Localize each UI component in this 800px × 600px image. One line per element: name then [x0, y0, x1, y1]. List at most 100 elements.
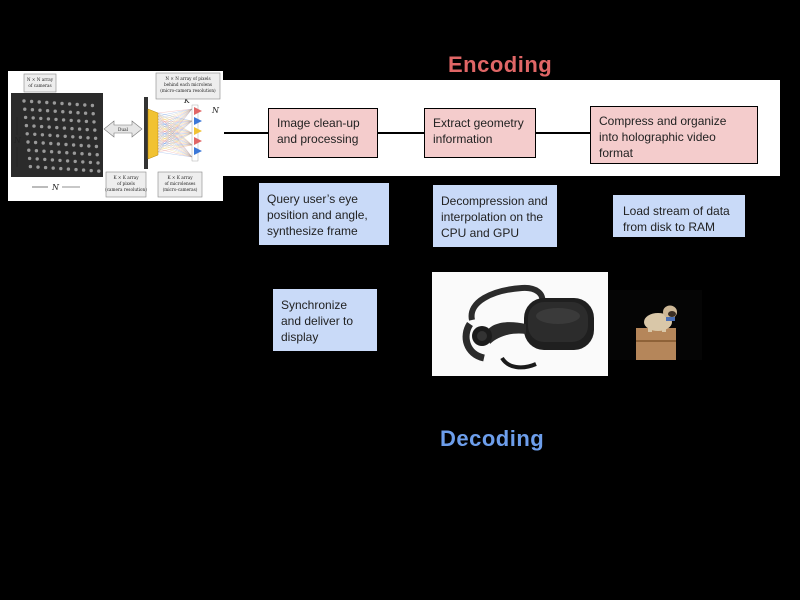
light-ray	[157, 120, 193, 144]
camera-lens	[55, 125, 59, 130]
light-ray	[157, 108, 193, 132]
camera-lens	[65, 151, 69, 155]
camera-lens	[37, 100, 41, 104]
camera-lens	[65, 159, 70, 163]
light-ray	[157, 108, 193, 141]
light-ray	[157, 132, 193, 147]
camera-lens	[50, 158, 55, 162]
camera-lens	[25, 132, 29, 136]
arrow-sync-to-headset	[378, 320, 432, 322]
step-extract-geometry: Extract geometry information	[424, 108, 536, 158]
camera-lens	[71, 143, 76, 147]
light-ray	[157, 108, 193, 126]
light-ray	[157, 132, 193, 150]
camera-lens	[76, 111, 80, 115]
camera-lens	[78, 135, 83, 139]
lens-callout	[157, 171, 203, 198]
light-ray	[157, 108, 193, 117]
light-ray	[157, 120, 193, 153]
camera-lens	[29, 99, 34, 104]
arrow-figure-to-cleanup	[224, 132, 268, 134]
camera-lens	[97, 169, 101, 173]
camera-lens	[26, 140, 30, 144]
camera-array-callout	[23, 73, 57, 93]
light-ray	[157, 132, 193, 144]
camera-lens	[69, 118, 73, 123]
camera-lens	[84, 119, 89, 124]
camera-lens	[87, 144, 91, 148]
camera-lens	[77, 119, 81, 123]
pixels-label-1: N × N array of pixels	[165, 76, 210, 81]
camera-lens	[72, 151, 77, 155]
light-ray	[157, 144, 193, 150]
camera-lens	[71, 135, 75, 139]
light-ray	[157, 108, 193, 114]
camera-lens	[41, 141, 45, 145]
camera-lens	[27, 148, 31, 152]
camera-lens	[58, 158, 62, 163]
dual-arrow-icon	[103, 120, 143, 138]
camera-lens	[57, 150, 61, 154]
camera-lens	[90, 103, 95, 108]
step-query-eye-position: Query user’s eye position and angle, syn…	[258, 182, 390, 246]
light-ray	[157, 120, 193, 147]
camera-lens	[56, 142, 61, 146]
pixels-label-2: behind each microlens	[164, 82, 212, 87]
wooden-box	[636, 328, 676, 360]
camera-lens	[49, 141, 53, 146]
light-ray	[157, 108, 193, 153]
light-rays	[157, 108, 193, 158]
step-image-cleanup: Image clean-up and processing	[268, 108, 378, 158]
light-ray	[157, 145, 193, 158]
camera-lens	[80, 152, 84, 156]
camera-lens	[81, 168, 86, 172]
camera-lens	[95, 153, 99, 157]
camera-lens	[28, 164, 33, 169]
arrow-load-to-decompress	[558, 215, 612, 217]
lens-shape	[147, 108, 159, 160]
camera-lens	[68, 110, 73, 114]
n-symbol-right: N	[211, 106, 220, 115]
camera-lens	[53, 109, 57, 113]
camera-lens	[61, 110, 65, 114]
camera-lens	[46, 117, 51, 121]
camera-lens	[24, 123, 29, 128]
camera-lens	[47, 125, 51, 129]
camera-lens	[75, 102, 79, 107]
camera-lens	[27, 156, 32, 161]
camera-lens	[79, 143, 83, 148]
camera-lens	[85, 127, 89, 132]
sensor-plate	[144, 97, 148, 169]
camera-lens	[67, 102, 72, 106]
light-ray	[157, 151, 193, 158]
headset-strap	[468, 284, 546, 321]
camera-lens	[93, 136, 98, 140]
camera-lens	[43, 165, 48, 170]
lens-label-1: K × K array	[167, 175, 193, 180]
light-ray	[157, 120, 193, 150]
light-ray	[157, 148, 193, 158]
camera-lens	[30, 108, 35, 112]
light-ray	[157, 108, 193, 150]
arrow-extract-to-compress	[536, 132, 590, 134]
light-ray	[157, 142, 193, 146]
camera-lens	[48, 133, 52, 137]
camera-lens	[93, 128, 97, 132]
camera-lens	[63, 134, 67, 138]
camera-lens	[83, 103, 87, 107]
camera-lens	[60, 101, 64, 106]
step-synchronize-deliver: Synchronize and deliver to display	[272, 288, 378, 352]
camera-array-label-1: N × N array	[27, 77, 54, 82]
light-ray	[157, 108, 193, 144]
light-ray	[157, 108, 193, 135]
light-ray	[157, 108, 193, 129]
camera-lens	[40, 133, 45, 137]
camera-lens	[33, 132, 37, 136]
camera-lens	[86, 136, 90, 140]
camera-lens	[43, 157, 47, 162]
camera-lens	[81, 160, 85, 164]
camera-lens	[35, 157, 39, 161]
lens-label-2: of microlenses	[165, 181, 196, 186]
camera-lens	[45, 109, 50, 113]
lens-label-3: (micro-cameras)	[163, 187, 198, 192]
